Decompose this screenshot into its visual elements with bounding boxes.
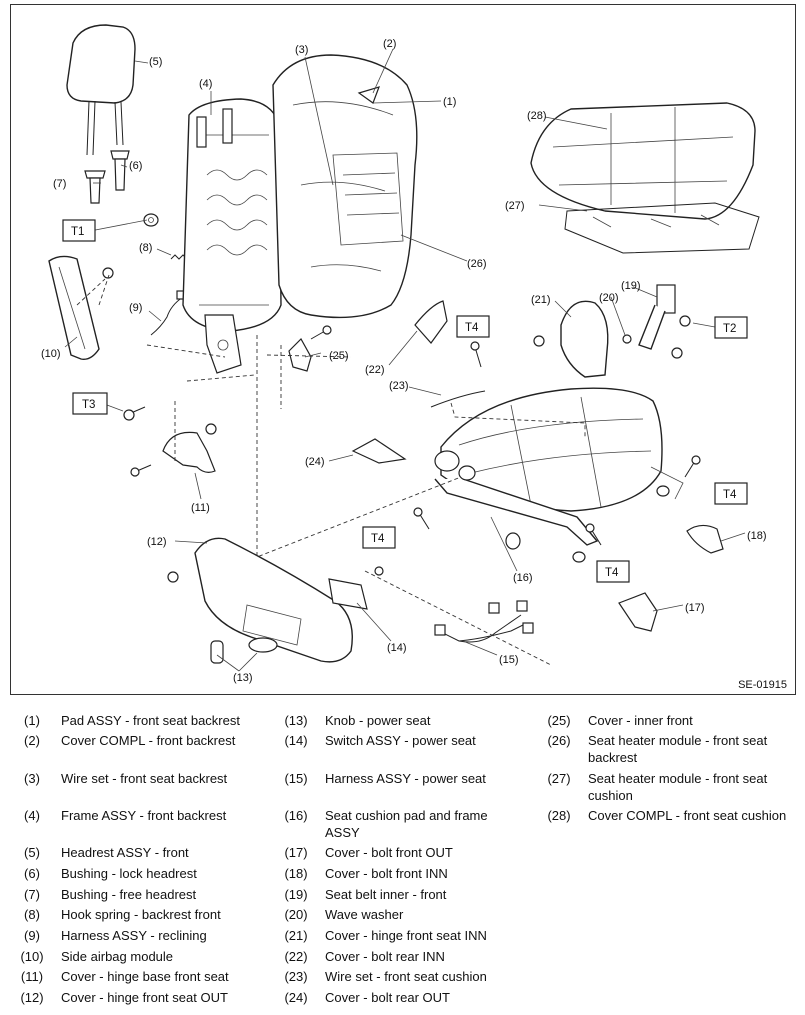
callout-27: (27) (505, 200, 525, 212)
torque-tags: T1 T2 T3 T4 T4 T4 (62, 219, 748, 583)
torque-tag-t1: T1 (62, 219, 96, 242)
callout-26: (26) (467, 258, 487, 270)
headrest-drawing (66, 24, 136, 156)
parts-legend: (1)Pad ASSY - front seat backrest (2)Cov… (20, 713, 787, 1005)
reclining-harness-drawing (150, 296, 184, 336)
torque-tag-t4-b: T4 (362, 526, 396, 549)
callout-19: (19) (621, 280, 641, 292)
callout-23: (23) (389, 380, 409, 392)
power-switch-drawing (328, 566, 384, 610)
callout-15: (15) (499, 654, 519, 666)
svg-text:T1: T1 (71, 226, 84, 238)
callout-13: (13) (233, 672, 253, 684)
cushion-wire-drawing (430, 390, 486, 408)
callout-3: (3) (295, 44, 308, 56)
bolt-cover-front-out-drawing (618, 592, 658, 632)
callout-11: (11) (191, 502, 210, 514)
callout-18: (18) (747, 530, 767, 542)
callout-12: (12) (147, 536, 167, 548)
svg-text:T4: T4 (605, 567, 619, 579)
callout-6: (6) (129, 160, 142, 172)
callout-9: (9) (129, 302, 142, 314)
power-seat-knobs-drawing (210, 637, 278, 664)
torque-tag-t2: T2 (714, 316, 748, 339)
callout-17: (17) (685, 602, 705, 614)
torque-tag-t3: T3 (72, 392, 108, 415)
cushion-cover-drawing (530, 102, 756, 220)
cushion-heater-drawing (564, 202, 760, 254)
hinge-base-cover-drawing (162, 423, 217, 473)
side-airbag-drawing (48, 255, 110, 360)
bolt-rear-inn-cover-drawing (414, 300, 448, 344)
svg-text:T4: T4 (723, 489, 737, 501)
callout-22: (22) (365, 364, 385, 376)
bolts-drawing (123, 325, 701, 546)
torque-tag-t4-d: T4 (714, 482, 748, 505)
nut-drawing (102, 213, 159, 279)
callout-21: (21) (531, 294, 551, 306)
bolt-rear-out-cover-drawing (351, 438, 407, 464)
callout-7: (7) (53, 178, 66, 190)
svg-text:T2: T2 (723, 323, 736, 335)
callout-28: (28) (527, 110, 547, 122)
svg-text:T4: T4 (371, 533, 385, 545)
svg-text:T4: T4 (465, 322, 479, 334)
callout-4: (4) (199, 78, 212, 90)
seat-cushion-frame-drawing (434, 387, 684, 563)
callout-14: (14) (387, 642, 407, 654)
svg-text:T3: T3 (82, 399, 95, 411)
callout-16: (16) (513, 572, 533, 584)
callout-24: (24) (305, 456, 325, 468)
callout-10: (10) (41, 348, 61, 360)
inner-front-cover-drawing (288, 338, 312, 372)
callout-labels: (1) (2) (3) (4) (5) (6) (7) (8) (9) (10)… (41, 38, 767, 684)
torque-tag-t4-c: T4 (596, 560, 630, 583)
bushings-drawing (84, 150, 130, 204)
seat-belt-inner-drawing (622, 284, 691, 350)
callout-8: (8) (139, 242, 152, 254)
callout-25: (25) (329, 350, 349, 362)
callout-20: (20) (599, 292, 619, 304)
backrest-frame-drawing (182, 98, 282, 374)
exploded-view-figure: (1) (2) (3) (4) (5) (6) (7) (8) (9) (10)… (10, 4, 796, 695)
torque-tag-t4-a: T4 (456, 315, 490, 338)
callout-2: (2) (383, 38, 396, 50)
leader-lines (64, 48, 746, 672)
backrest-cover-drawing (272, 54, 418, 319)
hinge-cover-out-drawing (167, 537, 353, 663)
hinge-cover-inn-drawing (533, 300, 683, 378)
power-seat-harness-drawing (434, 600, 534, 643)
callout-1: (1) (443, 96, 456, 108)
figure-code: SE-01915 (738, 679, 787, 691)
bolt-cover-front-inn-drawing (686, 524, 724, 554)
exploded-view-drawing: (1) (2) (3) (4) (5) (6) (7) (8) (9) (10)… (41, 24, 767, 684)
callout-5: (5) (149, 56, 162, 68)
